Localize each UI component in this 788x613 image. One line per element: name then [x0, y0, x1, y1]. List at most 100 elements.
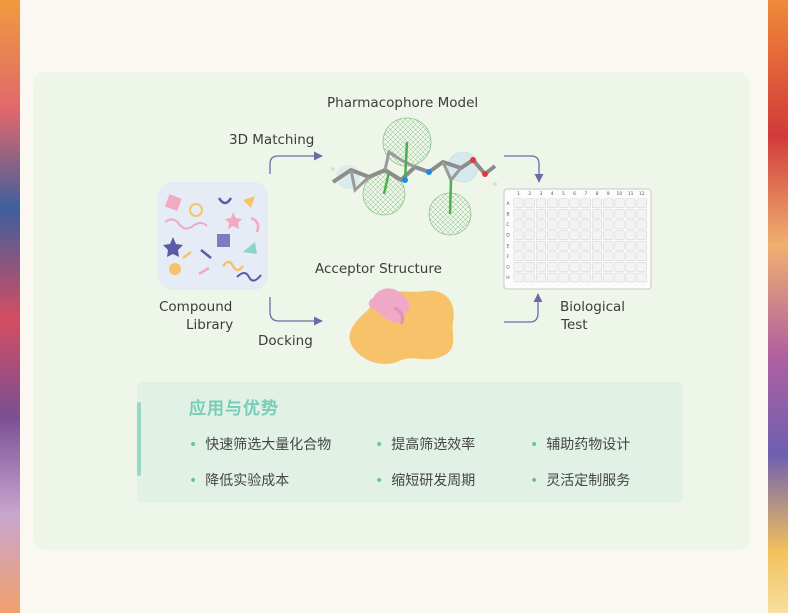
plate-well	[524, 240, 535, 251]
plate-well	[580, 262, 591, 272]
plate-well	[524, 251, 535, 262]
compound-label-line2: Library	[186, 317, 234, 333]
advantage-item: •快速筛选大量化合物	[189, 437, 332, 453]
plate-well	[591, 262, 603, 272]
plate-column-label: 7	[584, 191, 587, 197]
plate-well	[513, 272, 524, 283]
plate-well	[580, 240, 591, 251]
plate-row-label: A	[506, 201, 510, 207]
plate-well	[625, 219, 636, 230]
plate-well	[603, 198, 614, 209]
plate-well	[569, 240, 580, 251]
plate-well	[558, 209, 569, 219]
plate-well	[569, 198, 580, 209]
plate-well	[547, 272, 558, 283]
plate-well	[569, 209, 580, 219]
acceptor-structure-image	[349, 288, 454, 364]
plate-well	[580, 198, 591, 209]
plate-well	[535, 219, 547, 230]
plate-well	[547, 251, 558, 262]
plate-well	[513, 251, 524, 262]
advantage-item: •提高筛选效率	[375, 437, 476, 453]
arrow-model-to-test	[504, 155, 544, 183]
plate-column-label: 11	[628, 191, 634, 197]
plate-well	[614, 209, 625, 219]
plate-well	[625, 251, 636, 262]
plate-well	[636, 251, 647, 262]
compound-library-tile	[158, 182, 268, 290]
plate-well	[535, 272, 547, 283]
arrow-to-docking	[269, 297, 323, 326]
advantage-item: •缩短研发周期	[375, 473, 476, 489]
plate-well	[547, 262, 558, 272]
plate-well	[614, 262, 625, 272]
plate-well	[558, 251, 569, 262]
pharmacophore-model-label: Pharmacophore Model	[327, 95, 479, 111]
acceptor-structure-label: Acceptor Structure	[315, 261, 442, 277]
bullet-dot-icon: •	[530, 437, 539, 453]
plate-well	[558, 219, 569, 230]
left-decorative-border	[0, 0, 20, 613]
plate-well	[625, 240, 636, 251]
plate-well	[580, 230, 591, 240]
plate-column-label: 2	[528, 191, 531, 197]
plate-column-label: 10	[617, 191, 623, 197]
advantage-item: •辅助药物设计	[530, 437, 631, 453]
plate-well	[547, 230, 558, 240]
plate-well	[547, 240, 558, 251]
right-decorative-border	[768, 0, 788, 613]
plate-well	[535, 262, 547, 272]
advantages-title: 应用与优势	[189, 399, 279, 419]
plate-well	[636, 198, 647, 209]
plate-well	[535, 209, 547, 219]
plate-well	[547, 209, 558, 219]
plate-well	[636, 230, 647, 240]
plate-well	[524, 209, 535, 219]
plate-well	[558, 230, 569, 240]
pharmacophore-model-image	[331, 117, 497, 236]
plate-well	[603, 272, 614, 283]
advantages-box: 应用与优势 •快速筛选大量化合物 •提高筛选效率 •辅助药物设计 •降低实验成本…	[137, 382, 683, 503]
plate-well	[513, 262, 524, 272]
plate-well	[591, 240, 603, 251]
arrow-acceptor-to-test	[504, 293, 543, 323]
bullet-dot-icon: •	[375, 437, 384, 453]
plate-well	[535, 240, 547, 251]
plate-row-label: B	[506, 212, 509, 218]
plate-well	[591, 251, 603, 262]
plate-well	[558, 272, 569, 283]
plate-well	[603, 209, 614, 219]
plate-column-label: 6	[573, 191, 576, 197]
plate-well	[636, 219, 647, 230]
plate-well	[513, 209, 524, 219]
plate-well	[625, 209, 636, 219]
plate-well	[591, 198, 603, 209]
plate-well	[603, 240, 614, 251]
plate-well	[614, 198, 625, 209]
plate-well	[591, 272, 603, 283]
plate-well	[603, 230, 614, 240]
plate-column-label: 1	[517, 191, 520, 197]
plate-well	[580, 209, 591, 219]
docking-label: Docking	[258, 333, 313, 349]
plate-well	[569, 262, 580, 272]
plate-well	[603, 262, 614, 272]
bullet-dot-icon: •	[189, 437, 198, 453]
plate-well	[580, 251, 591, 262]
plate-column-label: 12	[639, 191, 645, 197]
plate-row-label: H	[506, 275, 509, 281]
plate-well	[625, 262, 636, 272]
plate-well	[535, 230, 547, 240]
plate-well	[580, 219, 591, 230]
plate-well	[524, 230, 535, 240]
plate-column-label: 3	[540, 191, 543, 197]
biological-label-line2: Test	[561, 317, 588, 333]
plate-row-label: E	[507, 243, 510, 249]
plate-row-label: C	[506, 222, 509, 228]
plate-well	[614, 230, 625, 240]
plate-well	[636, 272, 647, 283]
plate-well	[580, 272, 591, 283]
plate-well	[513, 198, 524, 209]
